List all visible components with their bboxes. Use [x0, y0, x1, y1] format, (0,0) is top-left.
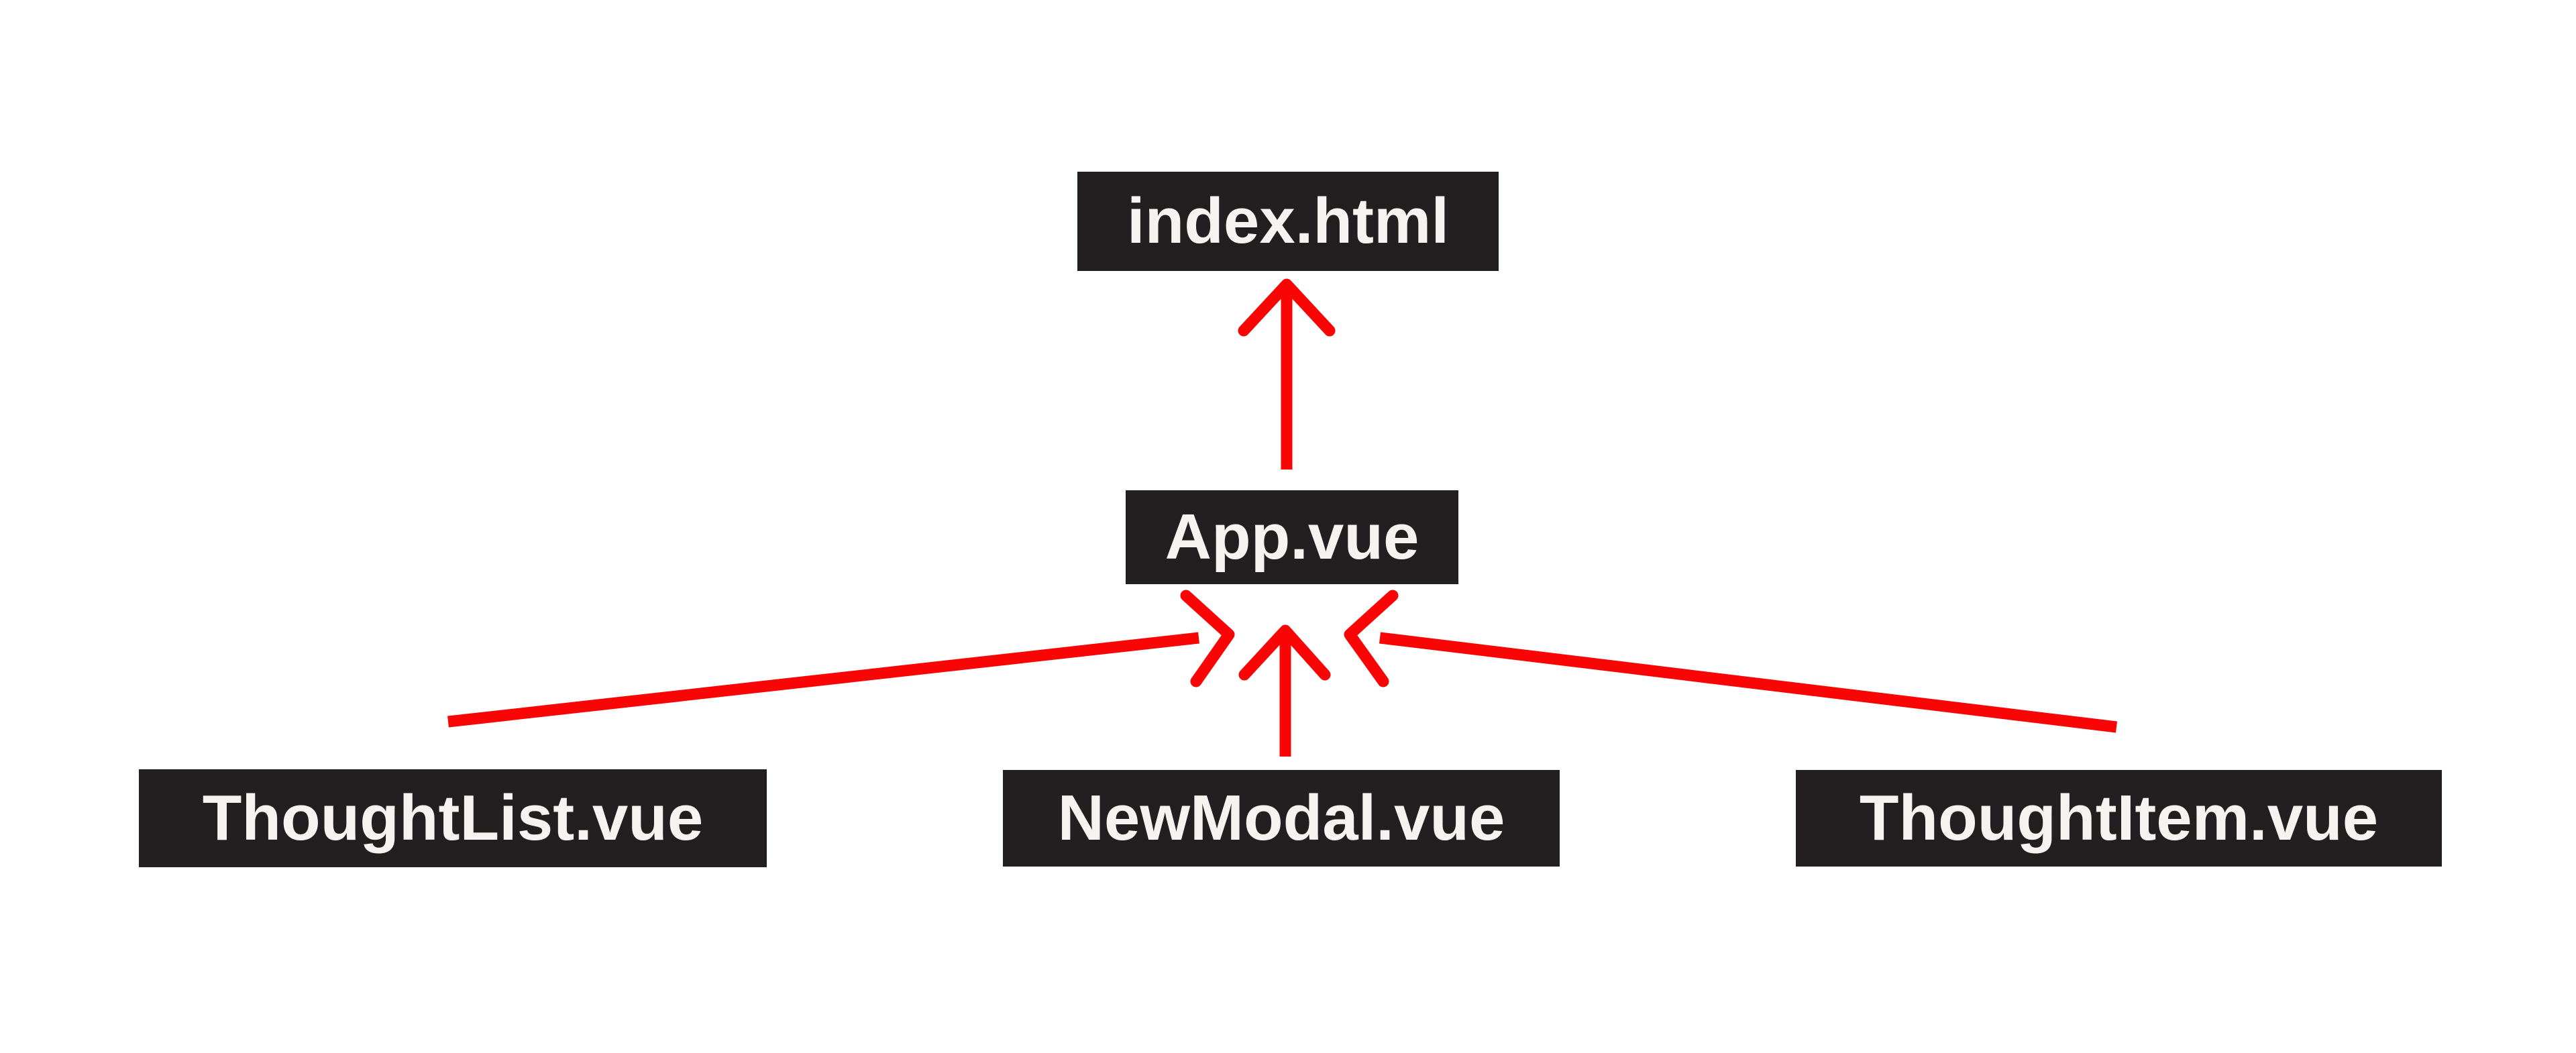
node-thoughtitem-vue: ThoughtItem.vue	[1796, 770, 2442, 867]
node-index-html: index.html	[1077, 172, 1499, 271]
node-app-vue: App.vue	[1126, 490, 1458, 584]
node-newmodal-vue: NewModal.vue	[1003, 770, 1560, 867]
node-thoughtitem-vue-label: ThoughtItem.vue	[1859, 782, 2379, 854]
arrow-thoughtitem-to-app	[1344, 590, 2118, 733]
node-app-vue-label: App.vue	[1165, 501, 1419, 573]
node-newmodal-vue-label: NewModal.vue	[1057, 782, 1505, 854]
arrow-thoughtlist-to-app	[447, 590, 1235, 728]
node-thoughtlist-vue: ThoughtList.vue	[139, 769, 767, 867]
node-thoughtlist-vue-label: ThoughtList.vue	[202, 782, 704, 854]
arrow-app-to-index	[1238, 278, 1336, 469]
node-index-html-label: index.html	[1126, 185, 1450, 257]
arrow-newmodal-to-app	[1238, 624, 1331, 757]
